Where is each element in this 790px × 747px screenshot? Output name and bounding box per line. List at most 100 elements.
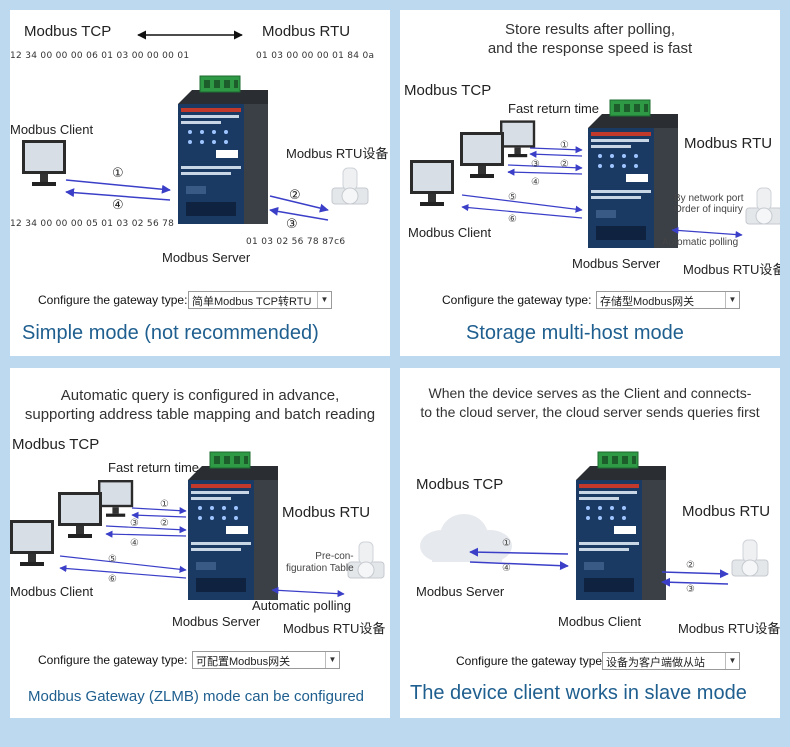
client-monitor-icon-medium: [58, 492, 102, 538]
panel-simple-mode: Modbus TCP Modbus RTU 12 34 00 00 00 06 …: [10, 10, 390, 356]
client-monitor-icon-small: [500, 120, 536, 158]
hex-tcp-response: 12 34 00 00 00 05 01 03 02 56 78: [10, 219, 175, 229]
step-5: ⑤: [108, 554, 117, 565]
panel-1-diagram: [22, 30, 369, 225]
rtu-device-label: Modbus RTU设备: [286, 146, 389, 161]
rtu-label: Modbus RTU: [684, 135, 773, 152]
rtu-device-label: Modbus RTU设备: [283, 621, 386, 636]
fast-return-label: Fast return time: [108, 460, 200, 475]
tcp-label: Modbus TCP: [416, 476, 504, 493]
chevron-down-icon[interactable]: ▼: [725, 292, 739, 308]
gateway-type-value: 可配置Modbus网关: [196, 656, 291, 668]
panel-header: When the device serves as the Client and…: [420, 385, 760, 420]
mode-title: Modbus Gateway (ZLMB) mode can be config…: [28, 688, 364, 705]
rtu-device-label: Modbus RTU设备: [683, 262, 780, 277]
client-label: Modbus Client: [10, 122, 94, 137]
rtu-meter-icon: [331, 167, 369, 205]
auto-polling-label: Automatic polling: [662, 237, 739, 248]
arrow-step-4: [65, 188, 171, 201]
panel-client-slave-mode: When the device serves as the Client and…: [400, 368, 780, 718]
step-6: ⑥: [108, 574, 117, 585]
step-1: ①: [112, 165, 124, 180]
arrow-step-3: [269, 206, 329, 221]
gateway-type-value: 存储型Modbus网关: [600, 296, 695, 308]
arrow-step-2: [661, 569, 729, 579]
gateway-type-select[interactable]: 设备为客户端做从站 ▼: [602, 652, 740, 670]
tcp-label: Modbus TCP: [24, 23, 112, 40]
tcp-label: Modbus TCP: [404, 82, 492, 99]
server-label: Modbus Server: [572, 256, 661, 271]
tcp-label: Modbus TCP: [12, 436, 100, 453]
mode-title: The device client works in slave mode: [410, 682, 747, 704]
client-monitor-icon-small: [98, 480, 134, 517]
step-3: ③: [686, 584, 695, 595]
client-label: Modbus Client: [408, 225, 492, 240]
panel-storage-mode: Store results after polling, and the res…: [400, 10, 780, 356]
chevron-down-icon[interactable]: ▼: [317, 292, 331, 308]
hex-rtu-response: 01 03 02 56 78 87c6: [246, 237, 346, 247]
client-monitor-icon-medium: [460, 132, 504, 178]
rtu-meter-icon: [731, 539, 769, 577]
gateway-type-select[interactable]: 可配置Modbus网关 ▼: [192, 651, 340, 669]
client-monitor-icon: [22, 140, 66, 186]
gateway-device-icon: [587, 99, 679, 249]
config-label: Configure the gateway type:: [38, 293, 188, 307]
panel-3-diagram: [10, 451, 385, 601]
client-monitor-icon-large: [10, 520, 54, 566]
step-4: ④: [502, 563, 511, 574]
chevron-down-icon[interactable]: ▼: [325, 652, 339, 668]
client-monitor-icon-large: [410, 160, 454, 206]
rtu-device-label: Modbus RTU设备: [678, 621, 780, 636]
gateway-type-select[interactable]: 简单Modbus TCP转RTU ▼: [188, 291, 332, 309]
hex-tcp-request: 12 34 00 00 00 06 01 03 00 00 00 01: [10, 51, 190, 61]
rtu-label: Modbus RTU: [682, 503, 771, 520]
client-label: Modbus Client: [558, 614, 642, 629]
step-4: ④: [130, 538, 139, 549]
arrow-step-2: [269, 195, 329, 213]
hex-rtu-request: 01 03 00 00 00 01 84 0a: [256, 51, 375, 61]
panel-header: Automatic query is configured in advance…: [24, 387, 376, 423]
server-label: Modbus Server: [172, 614, 261, 629]
gateway-device-icon: [187, 451, 279, 601]
step-1: ①: [502, 538, 511, 549]
server-label: Modbus Server: [162, 250, 251, 265]
step-3: ③: [130, 518, 139, 529]
server-label: Modbus Server: [416, 584, 505, 599]
mode-title: Storage multi-host mode: [466, 322, 684, 344]
config-label: Configure the gateway type:: [38, 653, 188, 667]
arrow-step-4: [469, 561, 569, 571]
step-3: ③: [286, 216, 298, 231]
step-4: ④: [531, 177, 540, 188]
chevron-down-icon[interactable]: ▼: [725, 653, 739, 669]
rtu-label: Modbus RTU: [262, 23, 351, 40]
step-4: ④: [112, 197, 124, 212]
table-note: Pre-con- figuration Table: [286, 551, 354, 574]
gateway-device-icon: [575, 451, 667, 601]
step-1: ①: [160, 499, 169, 510]
gateway-device-icon: [177, 75, 269, 225]
client-label: Modbus Client: [10, 584, 94, 599]
port-note: By network port Order of inquiry: [674, 193, 744, 215]
panel-header: Store results after polling, and the res…: [487, 21, 693, 57]
step-1: ①: [560, 140, 569, 151]
fast-return-label: Fast return time: [508, 101, 600, 116]
arrow-step-3: [661, 577, 729, 587]
panel-2-diagram: [410, 99, 780, 249]
config-label: Configure the gateway type:: [442, 293, 592, 307]
gateway-type-value: 简单Modbus TCP转RTU: [192, 296, 312, 308]
gateway-type-select[interactable]: 存储型Modbus网关 ▼: [596, 291, 740, 309]
rtu-label: Modbus RTU: [282, 504, 371, 521]
step-2: ②: [289, 187, 301, 202]
step-2: ②: [560, 159, 569, 170]
panel-4-diagram: [420, 451, 769, 601]
cloud-server-icon: [420, 514, 512, 562]
step-2: ②: [160, 518, 169, 529]
gateway-type-value: 设备为客户端做从站: [606, 657, 705, 669]
panel-configurable-mode: Automatic query is configured in advance…: [10, 368, 390, 718]
auto-polling-label: Automatic polling: [252, 598, 351, 613]
config-label: Configure the gateway type:: [456, 654, 606, 668]
arrow-step-1: [65, 179, 171, 194]
mode-title: Simple mode (not recommended): [22, 322, 319, 344]
step-5: ⑤: [508, 192, 517, 203]
arrow-step-1: [469, 547, 569, 557]
